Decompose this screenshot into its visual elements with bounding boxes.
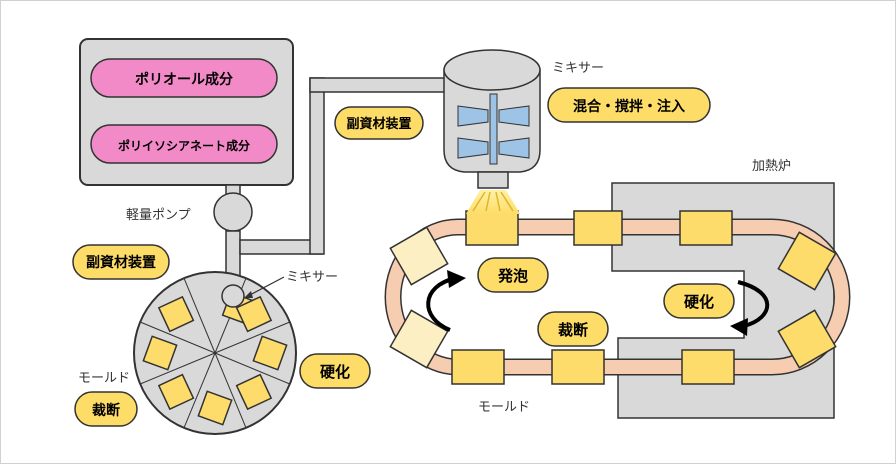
rotation-arrow-left (426, 270, 466, 332)
aux-pipe-vertical (309, 77, 325, 255)
conveyor-mold (389, 309, 449, 369)
table-spoke (139, 352, 216, 385)
conveyor-mold (465, 210, 519, 246)
tank-polyol-label: ポリオール成分 (135, 71, 233, 88)
aux-pipe-horizontal-top (309, 77, 451, 93)
conveyor-mold (389, 226, 449, 286)
badge-cure-right (663, 283, 735, 319)
badge-cure-right-label: 硬化 (684, 293, 714, 311)
aux-pipe-joint-low (311, 241, 323, 253)
table-spoke (183, 352, 216, 429)
table-mold (235, 295, 273, 333)
table-spoke (183, 277, 216, 354)
badge-aux-top-label: 副資材装置 (346, 116, 411, 132)
mixer-spray (466, 190, 520, 214)
tank-polyol (90, 58, 278, 98)
pump-label: 軽量ポンプ (126, 208, 191, 223)
table-mold (197, 390, 233, 426)
rotary-table (133, 271, 297, 435)
badge-aux-left-label: 副資材装置 (86, 254, 156, 271)
mold-bottom-label: モールド (478, 400, 530, 415)
badge-cut-right (537, 311, 609, 347)
mixer-spray-lines (472, 191, 514, 212)
mold-left-label: モールド (78, 371, 130, 386)
tank-isocyanate (90, 124, 278, 164)
mixer-large-label: ミキサー (552, 61, 604, 76)
table-mold (142, 335, 178, 371)
mixer-small (221, 284, 245, 308)
badge-cure-left-label: 硬化 (320, 363, 350, 381)
conveyor-mold (679, 210, 733, 246)
badge-aux-left (72, 244, 170, 280)
badge-cut-right-label: 裁断 (558, 321, 588, 339)
conveyor-mold (777, 231, 837, 291)
oven-label: 加熱炉 (752, 159, 791, 174)
badge-cut-left (74, 391, 138, 427)
conveyor-mold (451, 349, 505, 385)
badge-cure-left (299, 353, 371, 389)
badge-foam (477, 257, 549, 293)
mixer-small-pointer (247, 276, 285, 297)
metering-pump (213, 192, 253, 232)
mixer-large (443, 49, 541, 189)
badge-foam-label: 発泡 (497, 267, 528, 285)
table-mold (157, 295, 195, 333)
mixer-small-label: ミキサー (286, 270, 338, 285)
aux-pipe-joint (311, 79, 323, 91)
mixer-small-pointer-head (244, 291, 253, 298)
table-spoke (214, 352, 291, 385)
conveyor-mold (777, 309, 837, 369)
tank-isocyanate-label: ポリイソシアネート成分 (118, 138, 250, 153)
conveyor-mold (573, 210, 623, 246)
badge-aux-top (334, 106, 424, 140)
conveyor-mold (681, 349, 735, 385)
conveyor-mold (551, 349, 605, 385)
table-spoke (214, 321, 291, 354)
table-mold (235, 373, 273, 411)
table-mold (252, 335, 288, 371)
rotation-arrow-right (730, 280, 770, 336)
table-mold (157, 373, 195, 411)
badge-cut-left-label: 裁断 (92, 402, 120, 419)
badge-mix-steps (547, 87, 711, 123)
table-spoke (139, 321, 216, 354)
badge-mix-steps-label: 混合・撹拌・注入 (573, 98, 685, 115)
table-spoke (214, 352, 247, 429)
